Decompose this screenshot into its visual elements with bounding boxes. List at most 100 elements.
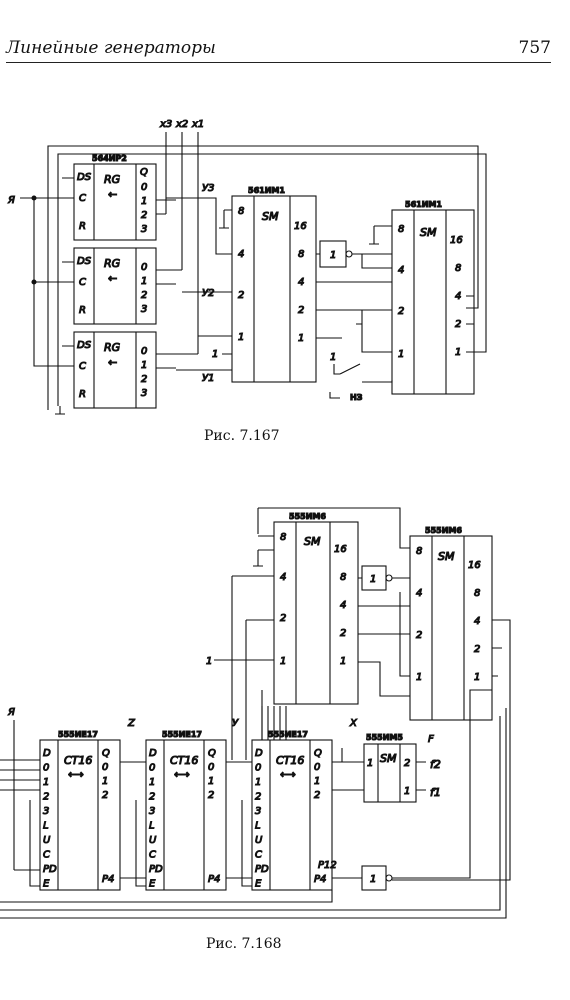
node-p12: P12 [318,860,337,871]
small-adder-out-2: 2 [404,758,410,769]
adder-in-2: 2 [416,630,422,641]
pin-r: R [79,389,86,400]
output-x1: x1 [191,119,204,130]
pin-r: R [79,305,86,316]
register-arrow: ← [108,272,117,285]
adder-in-4: 4 [398,265,404,276]
pin-2: 2 [141,210,147,221]
counter-arrow: ⟷ [68,768,84,781]
adder-in-4: 4 [416,588,422,599]
counter-arrow: ⟷ [174,768,190,781]
adder-out-8: 8 [474,588,480,599]
pin-3: 3 [141,224,147,235]
counter-pin-left: U [43,835,51,846]
pin-q: Q [140,167,148,178]
counter-pin-right: 2 [208,790,214,801]
node-x: X [349,718,358,729]
counter-fn: CT16 [64,754,92,767]
counter-chip-label: 555ИЕ17 [162,730,202,739]
counter-pin-left: 1 [255,777,261,788]
counter-pin-right: 0 [208,762,214,773]
counter-pin-left: C [149,850,156,861]
figure-7-168: 555ИМ6 SM 8 4 2 1 16 8 4 2 1 555ИМ6 SM 8… [0,507,511,919]
counter-pin-left: L [255,821,261,832]
counter-pin-left: 3 [43,806,49,817]
pin-0: 0 [141,262,147,273]
counter-pin-left: E [43,879,50,890]
adder-chip-label: 555ИМ6 [425,526,462,535]
pin-ds: DS [77,172,92,183]
output-x3: x3 [159,119,172,130]
adder-out-16: 16 [294,221,307,232]
counter-pin-left: 3 [149,806,155,817]
adder-chip-label: 555ИМ6 [289,512,326,521]
adder-in-1: 1 [238,332,244,343]
adder-in-2: 2 [238,290,244,301]
adder-out-2: 2 [298,305,304,316]
counter-pin-left: PD [255,864,269,875]
counter-pin-left: 3 [255,806,261,817]
counter-pin-left: 0 [255,763,261,774]
adder-in-8: 8 [280,532,286,543]
counter-pin-left: E [255,879,262,890]
node-y: У [232,718,239,729]
register-fn: RG [104,173,120,186]
counter-chip-label: 555ИЕ17 [268,730,308,739]
shift-register-2: RG ← DS C R 0 1 2 3 [73,247,157,325]
counter-pin-left: D [43,748,51,759]
register-fn: RG [104,341,120,354]
pin-r: R [79,221,86,232]
y3-label: У3 [202,183,214,194]
counter-pin-right: 2 [314,790,320,801]
page-header: Линейные генераторы 757 [6,38,551,63]
register-fn: RG [104,257,120,270]
counter-pin-left: 2 [149,792,155,803]
adder-out-2: 2 [455,319,461,330]
header-title: Линейные генераторы [6,38,216,58]
adder-in-2: 2 [398,306,404,317]
counter-pin-left: L [43,821,49,832]
adder-in-8: 8 [416,546,422,557]
pin-c: C [79,193,86,204]
page-number: 757 [518,38,551,58]
adder-in-4: 4 [280,572,286,583]
counter-pin-right: Q [208,748,216,759]
pin-1: 1 [141,276,147,287]
adder-out-2: 2 [340,628,346,639]
inverter-2: 1 [361,565,393,591]
switch-logic-one: 1 [330,352,336,363]
adder-3: 555ИМ6 SM 8 4 2 1 16 8 4 2 1 [273,511,359,705]
counter-pin-left: PD [149,864,163,875]
adder-in-1: 1 [280,656,286,667]
adder-out-1: 1 [455,347,461,358]
register-arrow: ← [108,356,117,369]
pin-2: 2 [141,290,147,301]
inverter-label: 1 [370,574,376,585]
adder-out-4: 4 [474,616,480,627]
adder-4: 555ИМ6 SM 8 4 2 1 16 8 4 2 1 [409,525,493,721]
counter-pin-left: E [149,879,156,890]
counter-pin-left: D [255,748,263,759]
counter-pin-right: 1 [102,776,108,787]
adder-in-1: 1 [398,349,404,360]
counter-3: 555ИЕ17 CT16 ⟷ [251,729,333,891]
counter-pin-right: P4 [314,874,326,885]
counter-pin-right: Q [102,748,110,759]
counter-chip-label: 555ИЕ17 [58,730,98,739]
pin-3: 3 [141,304,147,315]
adder-in-8: 8 [398,224,404,235]
counter-pin-right: 0 [102,762,108,773]
adder-in-4: 4 [238,249,244,260]
figure-caption-1: Рис. 7.167 [204,428,280,444]
register-chip-label: 564ИР2 [92,154,127,163]
y2-label: У2 [202,288,214,299]
adder-out-8: 8 [340,572,346,583]
adder-out-1: 1 [340,656,346,667]
counter-fn: CT16 [276,754,304,767]
adder-out-16: 16 [334,544,347,555]
figure-caption-2: Рис. 7.168 [206,936,282,952]
clock-label-1: Я [7,195,15,206]
logic-one-2: 1 [206,656,212,667]
pin-c: C [79,361,86,372]
output-f1: f1 [430,786,441,799]
